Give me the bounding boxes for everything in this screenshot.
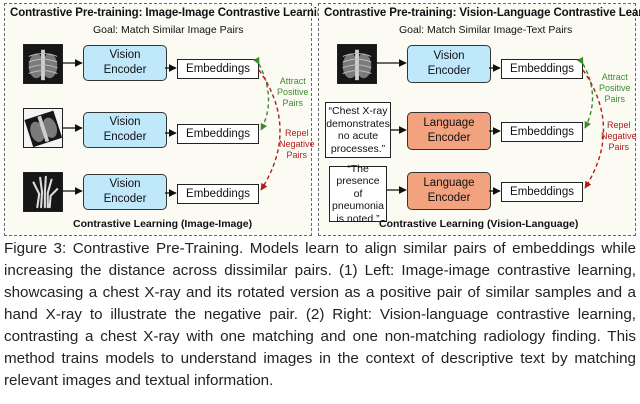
panel-title: Contrastive Pre-training: Image-Image Co… <box>10 7 331 19</box>
hand-xray-icon <box>23 172 63 212</box>
attract-label: Attract Positive Pairs <box>599 72 631 105</box>
image-image-panel: Contrastive Pre-training: Image-Image Co… <box>4 3 331 236</box>
repel-text: Repel Negative Pairs <box>279 128 315 160</box>
panel-goal: Goal: Match Similar Image-Text Pairs <box>399 24 573 36</box>
attract-label: Attract Positive Pairs <box>277 76 309 109</box>
repel-label: Repel Negative Pairs <box>279 128 315 161</box>
encoder-label: Encoder <box>103 64 147 76</box>
encoder-label: Vision <box>109 49 141 61</box>
encoder-label: Encoder <box>427 132 471 144</box>
embeddings-box: Embeddings <box>177 184 259 204</box>
attract-text: Attract Positive Pairs <box>599 72 631 104</box>
panel-caption: Contrastive Learning (Image-Image) <box>73 218 253 230</box>
encoder-label: Encoder <box>427 65 471 77</box>
panel-goal: Goal: Match Similar Image Pairs <box>93 24 244 36</box>
panel-title: Contrastive Pre-training: Vision-Languag… <box>324 7 640 19</box>
repel-label: Repel Negative Pairs <box>601 120 637 153</box>
repel-text: Repel Negative Pairs <box>601 120 637 152</box>
chest-xray-icon <box>337 44 377 84</box>
encoder-label: Encoder <box>427 192 471 204</box>
figure-caption: Figure 3: Contrastive Pre-Training. Mode… <box>4 240 636 389</box>
finding-text-box: “Chest X-ray demonstrates no acute proce… <box>325 102 391 158</box>
chest-xray-icon <box>23 44 63 84</box>
encoder-label: Vision <box>109 178 141 190</box>
embeddings-box: Embeddings <box>177 59 259 79</box>
encoder-label: Language <box>423 117 475 129</box>
embeddings-box: Embeddings <box>501 59 583 79</box>
panel-caption: Contrastive Learning (Vision-Language) <box>379 218 579 230</box>
embeddings-box: Embeddings <box>177 124 259 144</box>
encoder-label: Language <box>423 177 475 189</box>
finding-text-box: “The presence of pneumonia is noted.” <box>329 163 387 225</box>
embeddings-box: Embeddings <box>501 182 583 202</box>
embeddings-box: Embeddings <box>501 122 583 142</box>
encoder-label: Encoder <box>103 193 147 205</box>
encoder-label: Vision <box>109 116 141 128</box>
vision-language-panel: Contrastive Pre-training: Vision-Languag… <box>318 3 640 236</box>
encoder-label: Encoder <box>103 131 147 143</box>
encoder-label: Vision <box>433 50 465 62</box>
attract-text: Attract Positive Pairs <box>277 76 309 108</box>
rotated-chest-xray-icon <box>23 108 63 148</box>
